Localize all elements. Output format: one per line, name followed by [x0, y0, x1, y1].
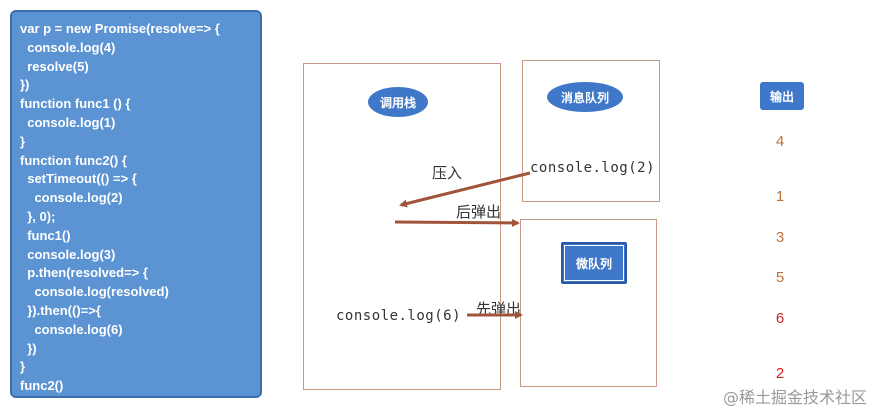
code-line: }).then(()=>{	[20, 302, 101, 318]
code-line: })	[20, 77, 30, 93]
pop-later-label: 后弹出	[456, 203, 502, 221]
output-value: 6	[775, 310, 785, 327]
code-line: resolve(5)	[20, 58, 89, 74]
push-label: 压入	[432, 164, 463, 182]
code-line: func2()	[20, 378, 64, 394]
output-value: 2	[775, 365, 785, 382]
code-line: func1()	[20, 227, 71, 243]
code-line: console.log(6)	[20, 321, 123, 337]
code-line: setTimeout(() => {	[20, 171, 137, 187]
code-line: console.log(3)	[20, 246, 116, 262]
code-line: console.log(2)	[20, 190, 123, 206]
watermark: @稀土掘金技术社区	[722, 388, 867, 407]
output-value: 5	[775, 269, 785, 286]
code-line: p.then(resolved=> {	[20, 265, 148, 281]
code-line: console.log(4)	[20, 39, 116, 55]
pop-later-arrow	[394, 218, 520, 227]
code-line: console.log(1)	[20, 114, 116, 130]
call-stack-item: console.log(6)	[336, 308, 462, 324]
call-stack-label: 调用栈	[368, 87, 428, 117]
micro-queue-label: 微队列	[561, 242, 627, 284]
output-value: 4	[775, 133, 785, 150]
code-line: }	[20, 359, 26, 375]
code-line: var p = new Promise(resolve=> {	[20, 21, 220, 36]
micro-queue-box	[520, 219, 657, 387]
code-line: }, 0);	[20, 208, 56, 224]
code-line: })	[20, 340, 37, 356]
message-queue-label: 消息队列	[547, 82, 623, 112]
output-value: 3	[775, 229, 785, 246]
code-line: function func2() {	[20, 152, 127, 168]
code-line: console.log(resolved)	[20, 284, 169, 300]
call-stack-box	[303, 63, 501, 390]
code-panel: var p = new Promise(resolve=> { console.…	[10, 10, 262, 398]
message-queue-item: console.log(2)	[530, 160, 656, 176]
push-arrow	[399, 171, 531, 208]
code-line: }	[20, 133, 26, 149]
code-line: function func1 () {	[20, 96, 131, 112]
output-value: 1	[775, 188, 785, 205]
output-label: 输出	[760, 82, 804, 110]
message-queue-box	[522, 60, 660, 202]
